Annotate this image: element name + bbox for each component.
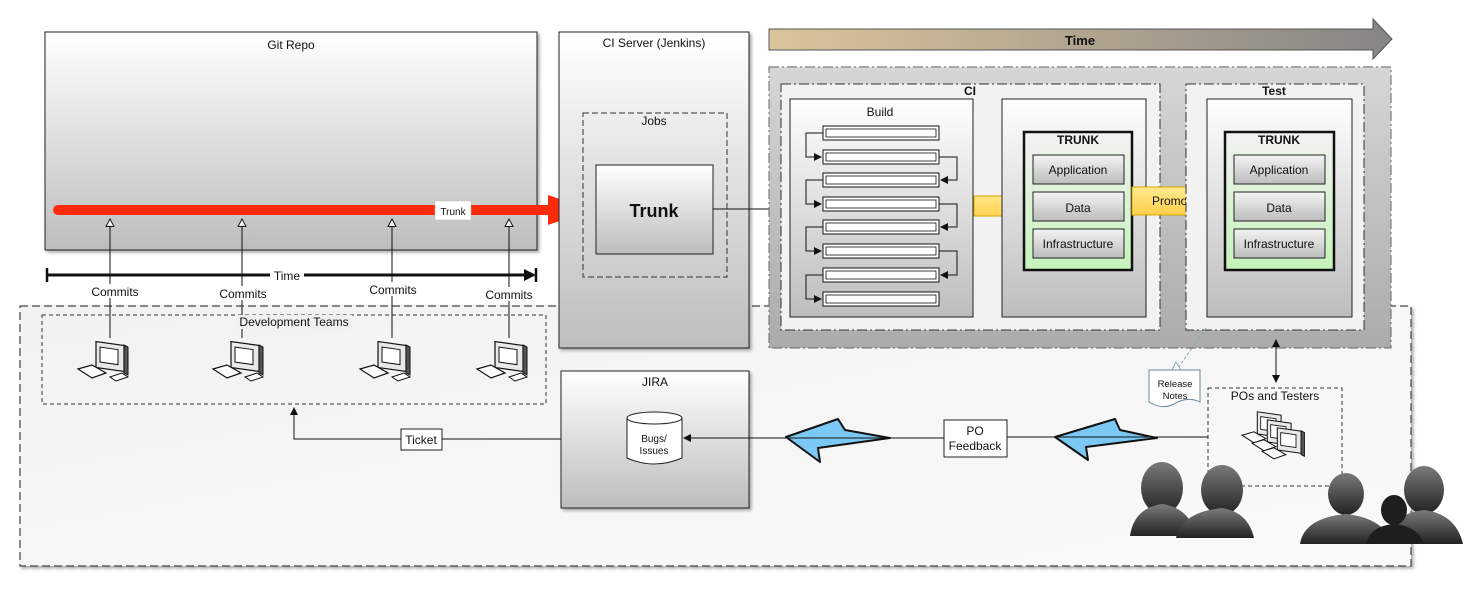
trunk-tag	[434, 200, 472, 221]
jobs-label: Jobs	[641, 114, 666, 128]
dev-teams-title-bg	[236, 315, 352, 329]
commit-label-bg	[86, 284, 144, 298]
feedback-arrow-left	[785, 418, 891, 463]
ci-data-box	[1032, 191, 1125, 222]
release-notes-document	[1148, 369, 1201, 408]
time-label-bg	[270, 268, 304, 282]
trunk-tag-label: Trunk	[440, 207, 466, 218]
build-step	[822, 196, 940, 212]
ci-stage-title: CI	[964, 84, 976, 98]
commit-label: Commits	[219, 287, 266, 301]
computer-icon	[211, 340, 265, 382]
ticket-label: Ticket	[405, 433, 437, 447]
commit-label: Commits	[369, 283, 416, 297]
commit-label-bg	[214, 286, 272, 300]
build-step	[822, 219, 940, 235]
trunk-job-box	[595, 164, 714, 255]
ci-infrastructure-box	[1032, 228, 1125, 259]
computer-icon	[475, 340, 529, 382]
jobs-box	[582, 112, 728, 278]
build-label: Build	[867, 105, 894, 119]
repo-time-label: Time	[274, 269, 301, 283]
test-application-box	[1233, 154, 1326, 185]
commit-label: Commits	[91, 285, 138, 299]
release-notes-line1: Release	[1158, 379, 1193, 390]
computer-icon	[358, 340, 412, 382]
commit-label: Commits	[485, 288, 532, 302]
jira-db-line1: Bugs/	[641, 434, 667, 445]
jira-title: JIRA	[642, 375, 668, 389]
build-step	[822, 267, 940, 283]
ticket-box	[400, 428, 443, 451]
test-stage-title: Test	[1262, 84, 1286, 98]
ci-application-label: Application	[1049, 163, 1108, 177]
test-trunk-title: TRUNK	[1258, 133, 1300, 147]
ci-application-box	[1032, 154, 1125, 185]
build-step	[822, 149, 940, 165]
commit-label-bg	[364, 282, 422, 296]
build-step	[822, 291, 940, 307]
people-silhouette-icon	[1130, 462, 1254, 538]
test-data-label: Data	[1266, 201, 1292, 215]
test-application-label: Application	[1250, 163, 1309, 177]
po-feedback-line1: PO	[966, 424, 983, 438]
test-infrastructure-box	[1233, 228, 1326, 259]
test-infrastructure-label: Infrastructure	[1244, 237, 1315, 251]
time-arrow	[768, 17, 1393, 61]
git-repo-title: Git Repo	[267, 38, 315, 52]
computer-cluster-icon	[1240, 411, 1305, 460]
database-icon	[626, 411, 683, 465]
test-data-box	[1233, 191, 1326, 222]
ci-data-label: Data	[1065, 201, 1091, 215]
build-step	[822, 125, 940, 141]
jira-db-line2: Issues	[640, 446, 669, 457]
ci-infrastructure-label: Infrastructure	[1043, 237, 1114, 251]
build-step	[822, 172, 940, 188]
computer-icon	[76, 340, 130, 382]
pos-testers-title: POs and Testers	[1231, 389, 1320, 403]
people-silhouette-icon	[1300, 466, 1463, 544]
release-notes-line2: Notes	[1163, 391, 1188, 402]
commit-label-bg	[480, 287, 538, 301]
release-notes-pointer	[1177, 327, 1207, 369]
po-feedback-line2: Feedback	[949, 439, 1003, 453]
ci-trunk-title: TRUNK	[1057, 133, 1099, 147]
build-step	[822, 243, 940, 259]
ci-server-title: CI Server (Jenkins)	[603, 36, 706, 50]
trunk-job-label: Trunk	[629, 201, 679, 221]
time-arrow-label: Time	[1065, 33, 1095, 48]
build-step-connectors	[805, 132, 958, 303]
dev-teams-title: Development Teams	[239, 315, 348, 329]
ticket-arrow	[290, 407, 561, 440]
